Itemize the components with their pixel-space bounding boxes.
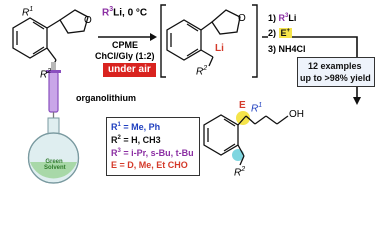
legend-r3: R3 = i-Pr, s-Bu, t-Bu [111,148,194,158]
legend-r1: R1 = Me, Ph [111,122,160,132]
flask-icon [27,117,80,184]
step-3: 3) NH4Cl [268,44,306,54]
r1-substituent-label: R1 [22,6,33,18]
r2-letter: R [40,69,48,81]
legend-r2-letter: R [111,135,118,145]
legend-r1-letter: R [111,122,118,132]
step-2: 2) E+ [268,28,293,38]
organolithium-label: organolithium [76,93,136,103]
yield-summary: up to >98% yield [300,73,371,83]
legend-r2-sup: 2 [117,135,121,141]
reaction-arrow-top [98,33,157,41]
oxygen-atom-label: O [84,15,92,26]
step-2-sup: + [286,28,291,34]
reagent-rest: Li, 0 °C [113,7,148,19]
product-hydroxyl-label: OH [289,109,304,120]
step-1-sup: 3 [285,13,289,19]
green-solvent-label: Green Solvent [44,159,66,171]
legend-r1-values: = Me, Ph [120,122,161,132]
intermediate-lithium-label: Li [215,43,224,54]
r1-letter: R [22,7,30,19]
legend-r1-sup: 1 [117,122,121,128]
legend-r2: R2 = H, CH3 [111,135,161,145]
product-r1-letter: R [251,103,259,115]
reagent-sup: 3 [109,6,114,13]
legend-r2-values: = H, CH3 [120,135,161,145]
product-r2-sup: 2 [241,166,246,173]
legend-r3-values: = i-Pr, s-Bu, t-Bu [120,148,194,158]
green-solvent-line2: Solvent [44,165,66,171]
examples-count: 12 examples [308,61,362,71]
product-r2-letter: R [234,167,242,179]
step-2-num: 2) [268,28,277,38]
step-1-r: R [278,13,286,23]
product-structure [203,111,289,166]
summary-box: 12 examples up to >98% yield [297,57,375,87]
intermediate-r2-label: R2 [196,65,207,77]
intermediate-r2-letter: R [196,66,204,78]
step-1-rest: Li [288,13,297,23]
r1-sup: 1 [29,6,34,13]
step-1: 1) R3Li [268,13,296,23]
intermediate-r2-sup: 2 [203,65,208,72]
reagent-condition: R3Li, 0 °C [102,6,147,18]
product-r2-label: R2 [234,166,245,178]
legend-r3-sup: 3 [117,148,121,154]
starting-material-structure [12,9,89,69]
step-1-num: 1) [268,13,277,23]
product-electrophile-label: E [239,100,246,111]
legend-electrophile: E = D, Me, Et CHO [111,160,188,170]
syringe-icon [46,62,61,148]
reaction-scheme [12,4,361,184]
legend-r3-letter: R [111,148,118,158]
product-r1-label: R1 [251,102,262,114]
product-r1-sup: 1 [258,102,263,109]
step-2-e: E [280,28,287,38]
intermediate-structure [166,9,241,67]
green-solvent-line1: Green [45,159,63,165]
substituent-legend: R1 = Me, Ph R2 = H, CH3 R3 = i-Pr, s-Bu,… [106,117,200,176]
step-2-electrophile: E+ [278,28,293,38]
r2-substituent-label: R2 [40,68,51,80]
r2-sup: 2 [47,68,52,75]
reagent-r: R [102,7,110,19]
solvent-deep-eutectic: ChCl/Gly (1:2) [95,51,155,61]
intermediate-oxygen-label: O [238,13,246,24]
intermediate-brackets [160,4,258,78]
solvent-cpme: CPME [112,40,139,50]
under-air-badge: under air [103,63,156,77]
